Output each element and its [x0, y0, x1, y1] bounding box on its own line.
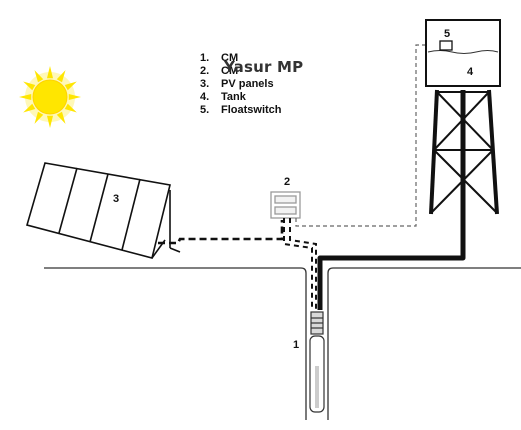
sun-ray: [34, 111, 44, 124]
float-switch-icon: [439, 40, 453, 51]
legend: 1.CM 2.CM 3.PV panels 4.Tank 5.Floatswit…: [200, 52, 282, 117]
sun-icon: [19, 66, 81, 128]
sun-ray: [68, 93, 81, 101]
sun-ray: [46, 115, 54, 128]
legend-item: 1.CM: [200, 52, 239, 64]
callout-floatswitch: 5: [444, 28, 451, 40]
controller-icon: [270, 191, 301, 219]
water-tank-icon: [425, 19, 501, 215]
pv-panel-icon: [26, 162, 181, 259]
callout-pump: 1: [293, 339, 300, 351]
callout-panels: 3: [113, 193, 120, 205]
pump-icon: [309, 311, 325, 413]
legend-title: Yasur MP: [224, 58, 304, 76]
sun-ray: [23, 81, 36, 91]
panel-cable: [158, 220, 284, 245]
legend-item: 3.PV panels: [200, 78, 274, 90]
ground-surface: [44, 267, 521, 420]
sun-ray: [56, 70, 66, 83]
sun-ray: [34, 70, 44, 83]
legend-item: 4.Tank: [200, 91, 246, 103]
sun-ray: [64, 81, 77, 91]
callout-controller: 2: [284, 176, 291, 188]
legend-item: 5.Floatswitch: [200, 104, 282, 116]
sun-ray: [19, 93, 32, 101]
sun-ray: [64, 103, 77, 113]
sun-ray: [46, 66, 54, 79]
sun-ray: [56, 111, 66, 124]
water-pipe: [317, 90, 466, 310]
sun-ray: [23, 103, 36, 113]
callout-tank: 4: [467, 66, 474, 78]
pump-cable: [283, 218, 317, 310]
legend-item: 2.CM: [200, 65, 239, 77]
floatswitch-signal: [295, 44, 442, 227]
